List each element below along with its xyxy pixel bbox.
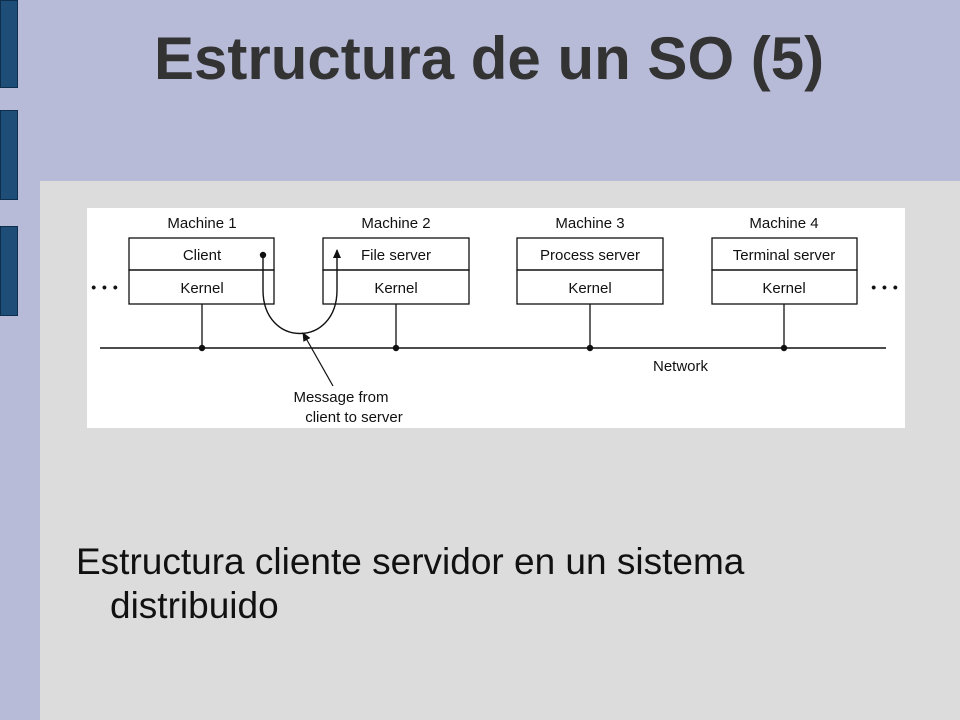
machine-3-label: Machine 3	[555, 215, 624, 232]
ellipsis-left: • • •	[91, 279, 118, 295]
accent-bar-middle	[0, 110, 18, 200]
machine-4-label: Machine 4	[749, 215, 818, 232]
ellipsis-right: • • •	[871, 279, 898, 295]
machine-2: Machine 2 File server Kernel	[322, 215, 470, 352]
machine-1-process-label: Client	[183, 247, 222, 264]
accent-bar-top	[0, 0, 18, 88]
message-pointer-arrow	[302, 332, 334, 387]
message-path-arrow	[262, 249, 341, 335]
machine-2-process-label: File server	[361, 247, 431, 264]
machine-1-label: Machine 1	[167, 215, 236, 232]
machine-3-process-label: Process server	[540, 247, 640, 264]
diagram-svg: Machine 1 Client Kernel Machine 2 File s…	[91, 215, 898, 426]
machine-2-kernel-label: Kernel	[374, 280, 417, 297]
machine-4-kernel-label: Kernel	[762, 280, 805, 297]
message-label-line2: client to server	[305, 409, 403, 426]
slide-caption: Estructura cliente servidor en un sistem…	[76, 540, 896, 628]
machine-4-process-label: Terminal server	[733, 247, 836, 264]
caption-line-2: distribuido	[110, 585, 279, 626]
machine-3: Machine 3 Process server Kernel	[516, 215, 664, 352]
machine-2-label: Machine 2	[361, 215, 430, 232]
slide-title: Estructura de un SO (5)	[154, 25, 825, 92]
machine-4: Machine 4 Terminal server Kernel	[711, 215, 858, 352]
client-server-diagram: Machine 1 Client Kernel Machine 2 File s…	[87, 208, 905, 428]
machine-1: Machine 1 Client Kernel	[128, 215, 275, 352]
network-label: Network	[653, 358, 709, 375]
message-label-line1: Message from	[293, 389, 388, 406]
accent-bar-bottom	[0, 226, 18, 316]
caption-line-1: Estructura cliente servidor en un sistem…	[76, 541, 745, 582]
machine-3-kernel-label: Kernel	[568, 280, 611, 297]
machine-1-kernel-label: Kernel	[180, 280, 223, 297]
